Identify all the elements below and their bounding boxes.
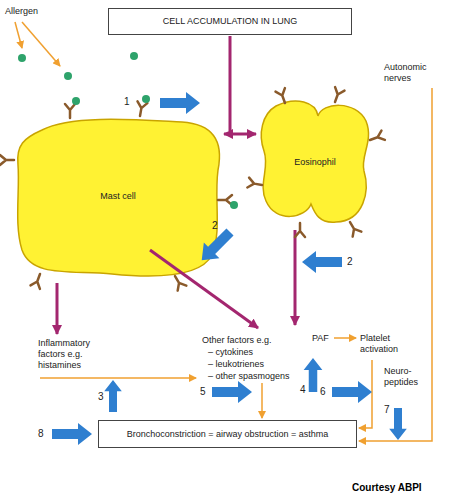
allergen-label: Allergen: [5, 6, 38, 17]
factor-item: – leukotrienes: [208, 359, 264, 370]
mast-cell: Mast cell: [12, 110, 224, 282]
callout-number: 2: [347, 256, 353, 267]
factor-label: Inflammatory factors e.g. histamines: [38, 338, 106, 371]
process-label: Platelet activation: [360, 333, 416, 355]
callout-number: 6: [320, 386, 326, 397]
credit-label: Courtesy ABPI: [352, 482, 422, 493]
callout-number: 8: [38, 428, 44, 439]
mediator-label: PAF: [312, 333, 329, 344]
node-text: Mast cell: [100, 191, 136, 202]
mediator-label: Neuro- peptides: [384, 366, 426, 388]
interaction-arrow: [224, 133, 256, 136]
factor-label: Other factors e.g.: [202, 335, 272, 346]
antibody-symbols: [0, 87, 385, 290]
node-text: CELL ACCUMULATION IN LUNG: [163, 16, 298, 27]
allergen-arrows: [15, 22, 60, 66]
callout-number: 3: [98, 391, 104, 402]
eosinophil-cell: Eosinophil: [256, 96, 374, 228]
callout-number: 4: [300, 384, 306, 395]
factor-item: – other spasmogens: [208, 371, 290, 382]
factor-item: – cytokines: [208, 347, 253, 358]
outcome-box: Bronchoconstriction = airway obstruction…: [98, 420, 357, 448]
callout-number: 7: [384, 404, 390, 415]
callout-number: 5: [200, 386, 206, 397]
callout-number: 1: [124, 96, 130, 107]
node-text: Bronchoconstriction = airway obstruction…: [127, 429, 329, 440]
nerve-label: Autonomic nerves: [384, 62, 432, 84]
node-text: Eosinophil: [294, 157, 336, 168]
callout-number: 2: [212, 220, 218, 231]
process-box: CELL ACCUMULATION IN LUNG: [108, 8, 352, 35]
